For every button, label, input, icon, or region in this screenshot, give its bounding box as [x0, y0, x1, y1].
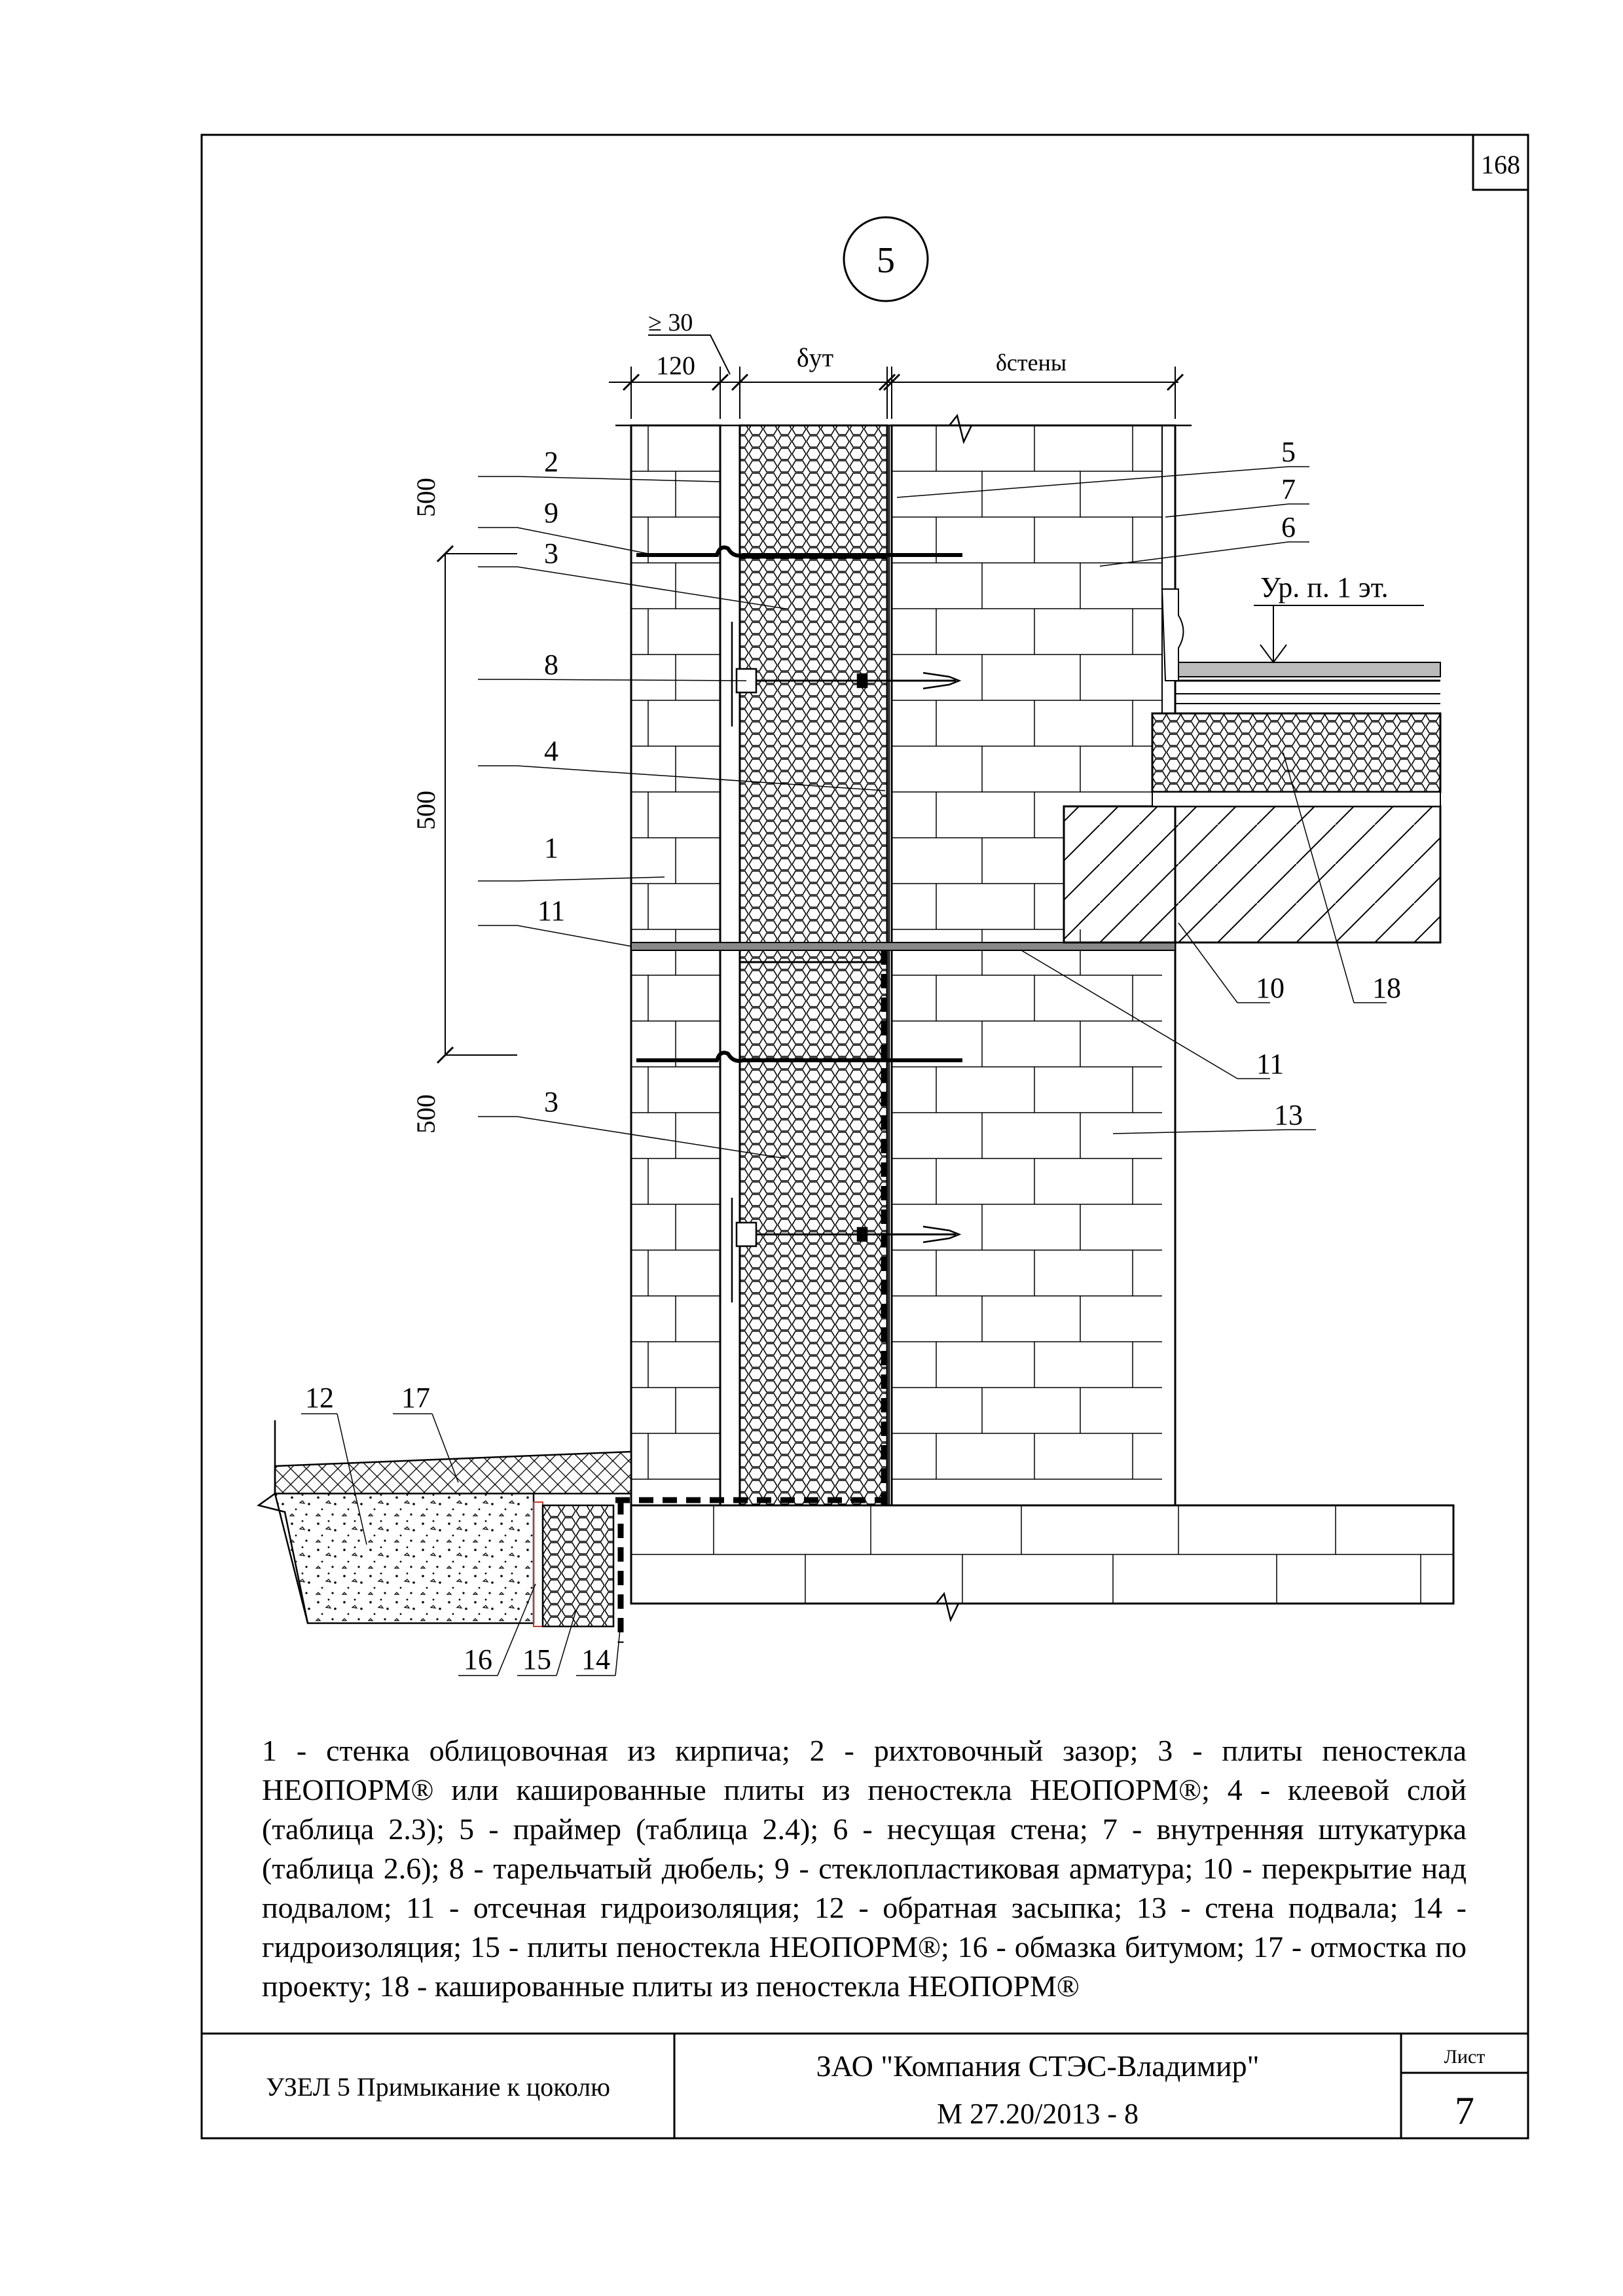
left-dimensions — [436, 545, 517, 1064]
load-bearing-wall — [890, 424, 1176, 1507]
sheet-frame — [200, 134, 1529, 2140]
top-dimensions — [609, 334, 1184, 419]
basement-foam-insulation — [541, 1504, 615, 1628]
foam-glass-insulation — [739, 424, 888, 1507]
callout-12: 12 — [305, 1382, 334, 1414]
disc-dowel-lower — [731, 1198, 962, 1302]
callout-11-left: 11 — [538, 895, 565, 927]
callout-8: 8 — [544, 649, 558, 681]
title-sheet-number: 7 — [1455, 2089, 1474, 2132]
callout-6: 6 — [1281, 511, 1296, 543]
sheet-number-box — [1472, 134, 1529, 191]
callout-18: 18 — [1372, 972, 1401, 1004]
ground-break-line — [257, 1420, 309, 1624]
dim-height-top: 500 — [411, 478, 441, 517]
sheet-number-top: 168 — [1481, 150, 1520, 179]
callout-14: 14 — [581, 1643, 610, 1676]
callout-17: 17 — [401, 1382, 430, 1414]
bitumen-coating — [533, 1501, 543, 1627]
cutoff-waterproofing — [630, 942, 1176, 951]
callout-4: 4 — [544, 735, 558, 767]
title-company: ЗАО "Компания СТЭС-Владимир" — [816, 2049, 1260, 2083]
dim-height-middle: 500 — [411, 791, 441, 830]
dim-height-bottom: 500 — [411, 1094, 441, 1134]
callout-10: 10 — [1256, 972, 1285, 1004]
fiberglass-reinforcement — [636, 545, 962, 1063]
title-block — [202, 2032, 1528, 2138]
callout-3-lower: 3 — [544, 1086, 558, 1118]
callout-15: 15 — [522, 1643, 551, 1676]
legend-text: 1 - стенка облицовочная из кирпича; 2 - … — [262, 1734, 1467, 2003]
callout-9: 9 — [544, 497, 558, 529]
facing-brick-wall — [630, 424, 721, 1507]
node-number: 5 — [877, 240, 895, 281]
node-circle — [843, 216, 929, 302]
title-sheet-label: Лист — [1444, 2046, 1486, 2068]
floor-slab — [1063, 588, 1442, 944]
dim-facing-width: 120 — [656, 351, 695, 380]
backfill — [274, 1492, 535, 1624]
dim-insulation: δут — [797, 343, 833, 372]
title-node: УЗЕЛ 5 Примыкание к цоколю — [266, 2072, 610, 2102]
callout-7: 7 — [1281, 473, 1296, 505]
callout-1: 1 — [544, 832, 558, 864]
callout-16: 16 — [464, 1643, 492, 1676]
callout-leaders — [301, 466, 1387, 1676]
dim-wall: δстены — [996, 350, 1067, 376]
callout-11-right: 11 — [1256, 1048, 1284, 1080]
callout-13: 13 — [1274, 1099, 1303, 1131]
callout-5: 5 — [1281, 436, 1296, 468]
title-document-code: М 27.20/2013 - 8 — [937, 2098, 1139, 2130]
callout-3-upper: 3 — [544, 537, 558, 569]
callout-2: 2 — [544, 446, 558, 478]
floor-level-label: Ур. п. 1 эт. — [1260, 571, 1389, 603]
ground-blind-area — [274, 1450, 632, 1495]
basement-wall — [630, 1504, 1455, 1623]
dim-gap-min: ≥ 30 — [648, 309, 693, 336]
top-break-line — [615, 414, 1192, 444]
